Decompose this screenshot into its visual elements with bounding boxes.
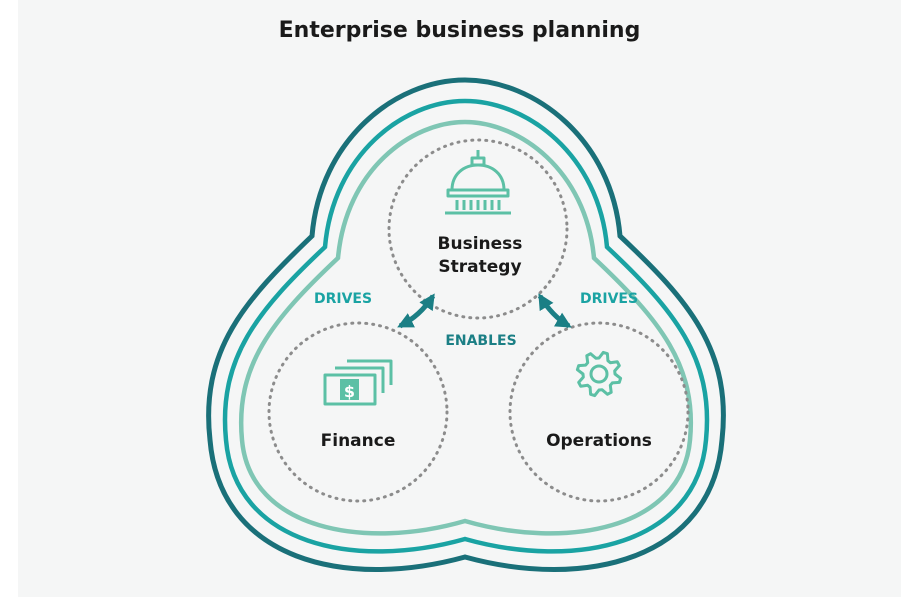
operations-circle	[508, 321, 690, 503]
strategy-circle	[387, 138, 569, 320]
finance-circle	[267, 321, 449, 503]
finance-label: Finance	[321, 431, 396, 451]
operations-label: Operations	[546, 431, 652, 451]
drives-arrow-right	[537, 293, 572, 329]
drives-label-right: DRIVES	[580, 291, 638, 307]
strategy-label-line1: Business	[438, 234, 523, 254]
strategy-label-line2: Strategy	[438, 257, 521, 277]
diagram-title: Enterprise business planning	[278, 18, 641, 43]
dollar-sign-icon: $	[344, 382, 355, 401]
middle-ring	[222, 98, 710, 554]
gear-icon	[575, 350, 623, 398]
drives-label-left: DRIVES	[314, 291, 372, 307]
money-bills-icon	[323, 359, 393, 406]
enables-label: ENABLES	[445, 333, 516, 349]
capitol-dome-icon	[445, 150, 511, 215]
outer-ring	[206, 77, 726, 573]
inner-ring	[238, 119, 694, 536]
drives-arrow-left	[397, 293, 436, 329]
